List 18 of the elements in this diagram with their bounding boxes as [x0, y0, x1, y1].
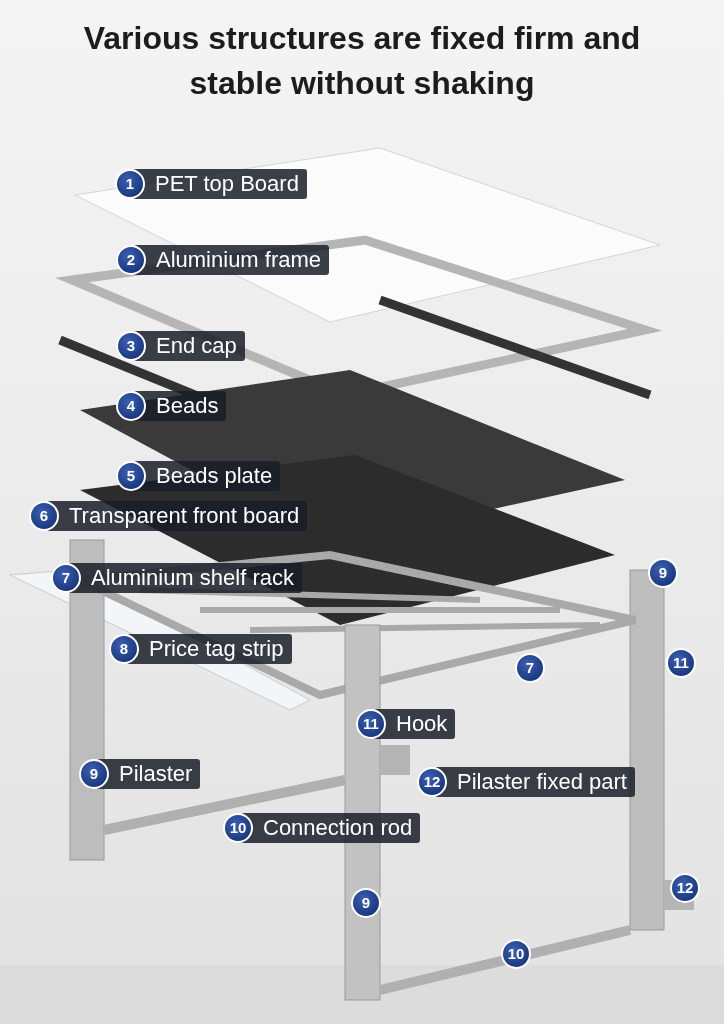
callout-number: 8 — [109, 634, 139, 664]
title: Various structures are fixed firm and stable without shaking — [82, 19, 642, 103]
part-label: PET top Board — [133, 169, 307, 199]
part-label: Price tag strip — [127, 634, 292, 664]
callout-number: 10 — [501, 939, 531, 969]
callout-number: 9 — [648, 558, 678, 588]
part-label: Beads — [134, 391, 227, 421]
callout-number: 10 — [223, 813, 253, 843]
callout-number: 6 — [29, 501, 59, 531]
callout-number: 12 — [417, 767, 447, 797]
part-label: Aluminium frame — [134, 245, 330, 275]
callout-number: 11 — [666, 648, 696, 678]
part-label: Beads plate — [134, 461, 281, 491]
callout-number: 3 — [116, 331, 146, 361]
part-label: Aluminium shelf rack — [69, 563, 302, 593]
part-label: Transparent front board — [47, 501, 308, 531]
callout-number: 12 — [670, 873, 700, 903]
callout-number: 7 — [515, 653, 545, 683]
